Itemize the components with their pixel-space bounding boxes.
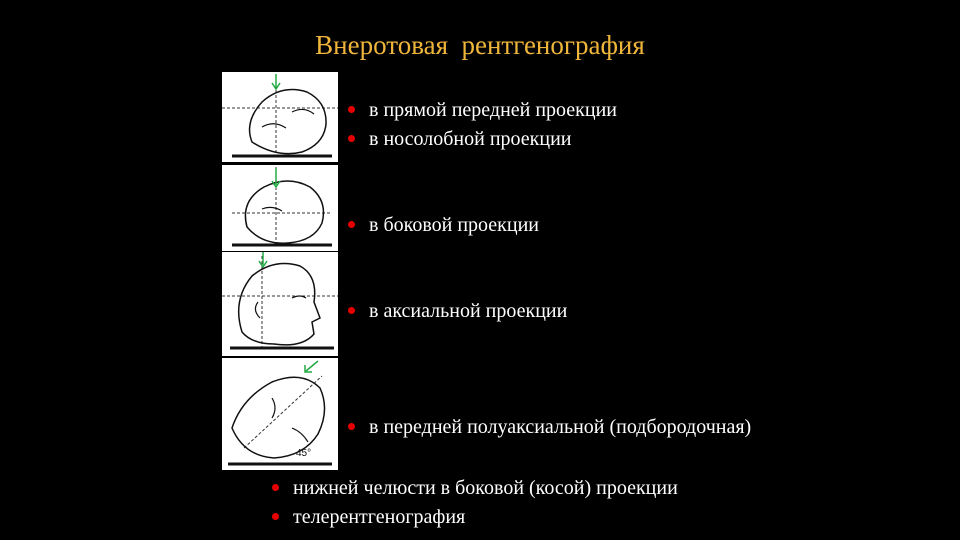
bullet-item-telerentgen: телерентгенография [272,505,465,529]
bullet-text: телерентгенография [293,506,466,528]
bullet-dot-icon [272,513,279,520]
bullet-text: в передней полуаксиальной (подбородочная… [369,416,752,438]
illustration-lateral-projection [222,252,338,356]
illustration-axial-projection: 45° [222,358,338,470]
arrow-diagonal-icon [304,360,319,373]
slide-title: Внеротовая рентгенография [315,30,645,60]
bullet-text: в прямой передней проекции [369,99,618,121]
bullet-dot-icon [272,484,279,491]
bullet-item-mandible: нижней челюсти в боковой (косой) проекци… [272,476,678,500]
arrow-down-icon [271,168,281,188]
bullet-dot-icon [348,135,355,142]
bullet-item-nasofrontal: в носолобной проекции [348,127,571,151]
bullet-dot-icon [348,307,355,314]
bullet-text: нижней челюсти в боковой (косой) проекци… [293,477,678,499]
bullet-text: в носолобной проекции [369,128,572,150]
bullet-dot-icon [348,423,355,430]
bullet-dot-icon [348,221,355,228]
bullet-item-lateral: в боковой проекции [348,213,539,237]
illustration-nasofrontal-projection [222,165,338,251]
arrow-down-icon [258,252,268,268]
bullet-item-axial: в аксиальной проекции [348,299,567,323]
bullet-text: в аксиальной проекции [369,300,568,322]
bullet-dot-icon [348,106,355,113]
arrow-down-icon [271,74,281,90]
bullet-item-frontal: в прямой передней проекции [348,98,617,122]
bullet-item-semiaxial: в передней полуаксиальной (подбородочная… [348,415,751,439]
bullet-text: в боковой проекции [369,214,539,236]
illustration-frontal-projection [222,72,338,162]
angle-label: 45° [296,448,311,459]
